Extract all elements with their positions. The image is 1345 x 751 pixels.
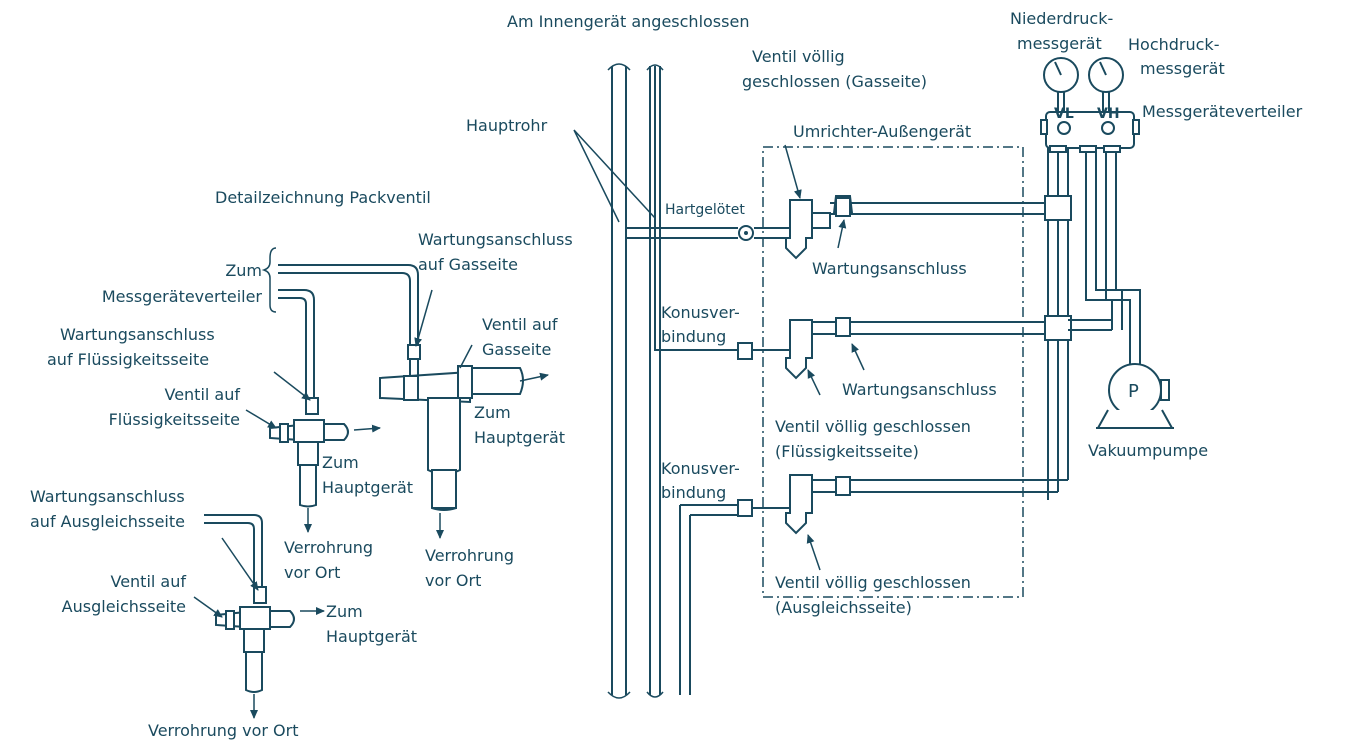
label-to-main-liquid: Zum [322,453,359,472]
label-main-pipe: Hauptrohr [466,116,548,135]
outdoor-unit-boundary [762,146,1024,598]
label-high-gauge-2: messgerät [1140,59,1225,78]
label-flare-1b: bindung [661,327,726,346]
label-flare-2: Konusver- [661,459,740,478]
label-valve-closed-gas-2: geschlossen (Gasseite) [742,72,927,91]
brace [261,247,277,313]
label-vh: VH [1097,106,1120,122]
label-svc-balance-2: auf Ausgleichsseite [30,512,185,531]
detail-liquid-valve [269,289,349,508]
label-low-gauge: Niederdruck- [1010,9,1113,28]
label-vacuum-pump: Vakuumpumpe [1088,441,1208,460]
packed-valve-balance [737,474,1068,535]
label-flare-1: Konusver- [661,303,740,322]
label-manifold: Messgeräteverteiler [1142,102,1303,121]
label-vl: VL [1054,106,1074,122]
label-valve-closed-balance-2: (Ausgleichsseite) [775,598,912,617]
label-valve-balance: Ventil auf [110,572,186,591]
label-svc-port-1: Wartungsanschluss [812,259,967,278]
packed-valve-liquid [737,317,1045,380]
label-to-main-gas-2: Hauptgerät [474,428,565,447]
label-svc-port-2: Wartungsanschluss [842,380,997,399]
label-valve-gas-2: Gasseite [482,340,551,359]
detail-gas-valve [278,264,524,511]
label-to-main-gas: Zum [474,403,511,422]
manifold-piping [1044,146,1141,500]
label-valve-balance-2: Ausgleichsseite [62,597,186,616]
label-svc-gas: Wartungsanschluss [418,230,573,249]
high-pressure-gauge [1088,57,1124,112]
label-field-piping-liquid-2: vor Ort [284,563,340,582]
label-to-manifold: Zum [225,261,262,280]
label-valve-closed-liquid-2: (Flüssigkeitsseite) [775,442,919,461]
label-brazed: Hartgelötet [665,202,745,218]
label-outdoor-unit: Umrichter-Außengerät [793,122,971,141]
label-valve-liquid-2: Flüssigkeitsseite [109,410,240,429]
labels: Am Innengerät angeschlossen Hauptrohr De… [30,9,1303,740]
label-field-piping-gas-2: vor Ort [425,571,481,590]
label-field-piping-liquid: Verrohrung [284,538,373,557]
label-to-manifold-2: Messgeräteverteiler [102,287,263,306]
pipe-runs [626,66,790,695]
detail-balance-valve [204,514,295,693]
label-indoor: Am Innengerät angeschlossen [507,12,749,31]
label-field-piping-gas: Verrohrung [425,546,514,565]
low-pressure-gauge [1043,57,1079,112]
label-field-piping-balance: Verrohrung vor Ort [148,721,298,740]
label-high-gauge: Hochdruck- [1128,35,1219,54]
label-low-gauge-2: messgerät [1017,34,1102,53]
label-svc-liquid-2: auf Flüssigkeitsseite [47,350,209,369]
label-to-main-balance-2: Hauptgerät [326,627,417,646]
label-svc-gas-2: auf Gasseite [418,255,518,274]
label-valve-closed-liquid: Ventil völlig geschlossen [775,417,971,436]
label-flare-2b: bindung [661,483,726,502]
label-valve-gas: Ventil auf [482,315,558,334]
vacuum-pump [1096,363,1174,429]
leader-lines [193,129,865,719]
label-valve-closed-gas: Ventil völlig [752,47,845,66]
label-to-main-liquid-2: Hauptgerät [322,478,413,497]
label-detail-title: Detailzeichnung Packventil [215,188,431,207]
packed-valve-gas [785,195,1045,260]
main-pipes [607,63,664,699]
label-valve-closed-balance: Ventil völlig geschlossen [775,573,971,592]
gauge-manifold [1040,111,1140,153]
label-pump-letter: P [1128,381,1139,402]
label-to-main-balance: Zum [326,602,363,621]
label-valve-liquid: Ventil auf [164,385,240,404]
label-svc-liquid: Wartungsanschluss [60,325,215,344]
label-svc-balance: Wartungsanschluss [30,487,185,506]
